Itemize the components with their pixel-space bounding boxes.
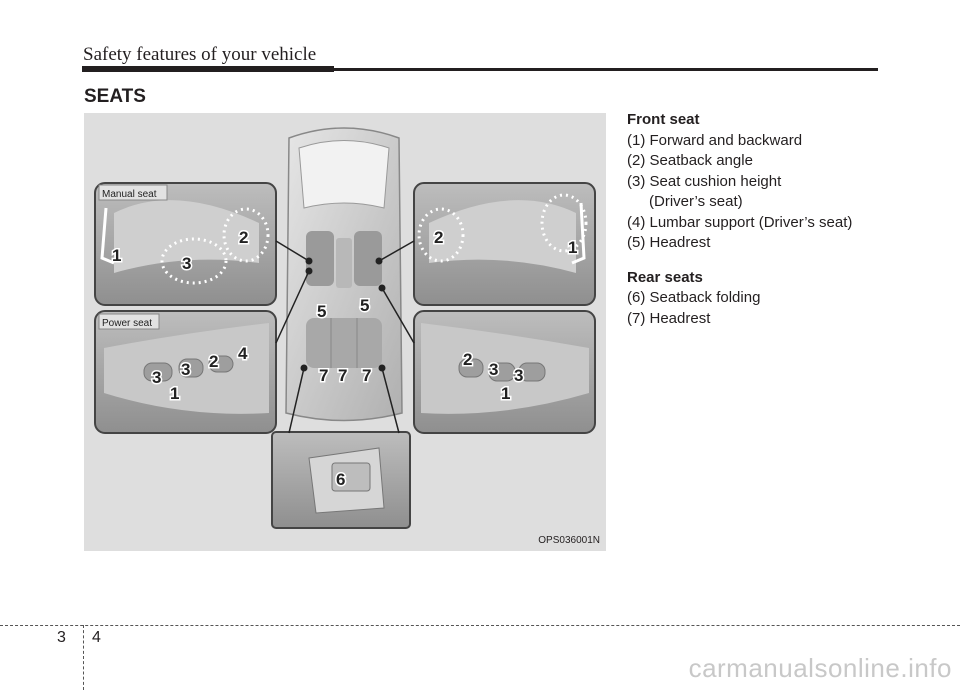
callout-1: 1 <box>112 246 121 265</box>
power-seat-label: Power seat <box>102 318 152 329</box>
leader-lines <box>275 240 415 434</box>
callout-2: 2 <box>434 228 443 247</box>
legend-item: (1) Forward and backward <box>627 131 803 149</box>
callout-5: 5 <box>360 296 369 315</box>
callout-3: 3 <box>181 360 190 379</box>
legend-item: (2) Seatback angle <box>627 152 753 169</box>
seats-diagram: 1 2 3 2 1 5 5 3 3 2 4 1 7 7 7 2 3 3 1 6 … <box>94 127 596 529</box>
power-seat-panel-right <box>413 310 596 434</box>
callout-3: 3 <box>152 368 161 387</box>
legend-item: (6) Seatback folding <box>627 289 761 306</box>
callout-2: 2 <box>463 350 472 369</box>
legend-item: (5) Headrest <box>627 234 711 251</box>
rear-seat-fold-panel <box>271 431 411 529</box>
callout-1: 1 <box>568 238 577 257</box>
callout-5: 5 <box>317 302 326 321</box>
footer-rule <box>0 625 960 626</box>
callout-3: 3 <box>514 366 523 385</box>
header-rule-accent <box>82 66 334 72</box>
callout-2: 2 <box>209 352 218 371</box>
manual-seat-panel-left <box>94 182 277 306</box>
footer-divider <box>83 625 84 690</box>
rear-seats-heading: Rear seats <box>627 268 703 286</box>
chapter-number: 3 <box>57 629 66 646</box>
legend-item: (4) Lumbar support (Driver’s seat) <box>627 213 853 231</box>
callout-3: 3 <box>489 360 498 379</box>
figure-code: OPS036001N <box>538 535 600 546</box>
callout-1: 1 <box>501 384 510 403</box>
front-seat-heading: Front seat <box>627 111 700 128</box>
watermark: carmanualsonline.info <box>688 653 952 683</box>
leader-dots <box>300 257 386 372</box>
manual-seat-label: Manual seat <box>102 189 157 200</box>
car-top-view <box>285 127 403 422</box>
manual-seat-panel-right <box>413 182 596 306</box>
callout-7: 7 <box>362 366 371 385</box>
callout-1: 1 <box>170 384 179 403</box>
seats-illustration: 1 2 3 2 1 5 5 3 3 2 4 1 7 7 7 2 3 3 1 6 … <box>84 113 606 551</box>
header-rule <box>82 68 878 71</box>
seat-legend: Front seat (1) Forward and backward (2) … <box>627 110 927 329</box>
legend-item: (3) Seat cushion height <box>627 172 782 190</box>
callout-7: 7 <box>338 366 347 385</box>
legend-item-continuation: (Driver’s seat) <box>649 193 743 210</box>
callout-3: 3 <box>182 254 191 273</box>
power-seat-panel-left <box>94 310 277 434</box>
callout-7: 7 <box>319 366 328 385</box>
legend-item: (7) Headrest <box>627 309 711 327</box>
callout-4: 4 <box>238 344 248 363</box>
page-number: 4 <box>92 629 101 646</box>
callout-2: 2 <box>239 228 248 247</box>
section-title: SEATS <box>84 86 146 107</box>
callout-6: 6 <box>336 470 345 489</box>
running-header: Safety features of your vehicle <box>83 44 317 65</box>
